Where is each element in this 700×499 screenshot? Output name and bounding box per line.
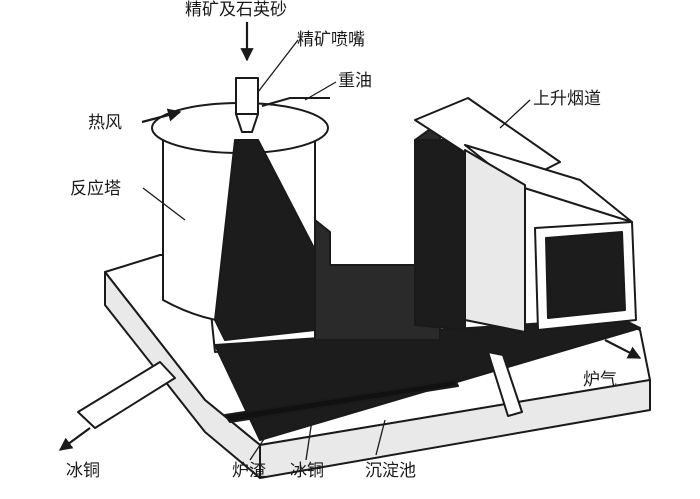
settler-bath	[214, 317, 641, 441]
furnace-base-front-right	[259, 379, 651, 479]
reaction-shaft-leader	[142, 187, 186, 221]
label-settler: 沉淀池	[365, 461, 416, 481]
heavy-oil-leader	[304, 81, 337, 101]
settler-leader	[375, 419, 386, 456]
label-nozzle: 精矿喷嘴	[297, 30, 365, 50]
slag-launder-right	[487, 351, 523, 417]
uptake-flue-column	[414, 139, 466, 331]
uptake-flue-side	[464, 149, 526, 333]
uptake-flue-leader	[499, 99, 531, 129]
hot-air-arrow	[141, 108, 182, 124]
heavy-oil-pipe	[261, 97, 330, 107]
matte-launder-left	[77, 361, 176, 429]
concentrate-nozzle-cone	[235, 113, 259, 133]
matte-bottom-leader	[305, 419, 313, 461]
concentrate-nozzle	[235, 77, 259, 115]
uptake-flue-outlet-opening	[545, 231, 626, 319]
nozzle-leader	[257, 39, 299, 93]
label-concentrate-sand: 精矿及石英砂	[185, 0, 287, 20]
label-heavy-oil: 重油	[338, 71, 372, 91]
label-hot-air: 热风	[88, 113, 122, 133]
label-reaction-shaft: 反应塔	[70, 179, 121, 199]
settler-matte-layer	[224, 379, 459, 423]
label-uptake-flue: 上升烟道	[533, 89, 601, 109]
furnace-gas-arrow	[604, 339, 642, 359]
matte-out-arrow	[58, 427, 91, 451]
label-furnace-gas: 炉气	[583, 370, 617, 390]
label-matte-bottom: 冰铜	[290, 461, 324, 481]
slag-leader	[249, 429, 271, 461]
label-slag: 炉渣	[232, 461, 266, 481]
label-matte-left: 冰铜	[66, 461, 100, 481]
